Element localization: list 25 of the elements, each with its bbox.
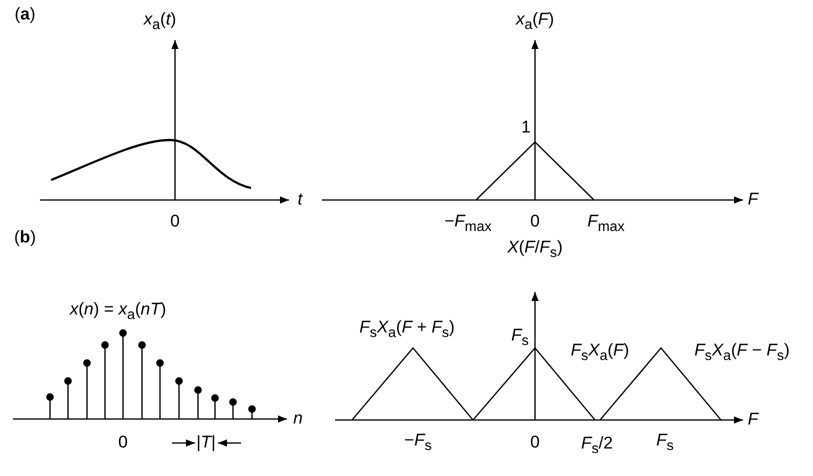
spectrum-label: F$_{s}$X$_{a}$(F) (570, 342, 630, 364)
panel-label: (b) (14, 228, 36, 248)
tick-label: F$_{s}$/2 (581, 434, 613, 458)
spectrum-label: F$_{s}$X$_{a}$(F + F$_{s}$) (359, 318, 455, 342)
axis-label: n (293, 410, 303, 428)
axis-label: F (748, 190, 758, 210)
function-label: X(F/F$_{s}$) (507, 238, 563, 262)
axis-label: F (748, 410, 758, 430)
spectrum-label: F$_{s}$X$_{a}$(F − F$_{s}$) (694, 342, 790, 364)
tick-label: −F$_{s}$ (404, 432, 432, 454)
tick-label: 0 (170, 212, 180, 232)
tick-label: 0 (530, 212, 540, 232)
function-label: x$_{a}$(t) (144, 10, 176, 34)
tick-label: −F$_{max}$ (444, 212, 492, 236)
tick-label: 0 (118, 434, 128, 452)
tick-label: 0 (530, 434, 540, 452)
tick-label: F$_{max}$ (587, 212, 625, 236)
axis-label: t (298, 190, 302, 210)
equation-label: x(n) = x$_{a}$(nT) (70, 300, 166, 324)
function-label: x$_{a}$(F) (516, 10, 554, 34)
period-label: |T| (196, 434, 216, 452)
tick-label: F$_{s}$ (656, 432, 674, 454)
panel-label: (a) (14, 6, 36, 24)
tick-label: F$_{s}$ (511, 326, 529, 350)
tick-label: 1 (521, 118, 531, 138)
